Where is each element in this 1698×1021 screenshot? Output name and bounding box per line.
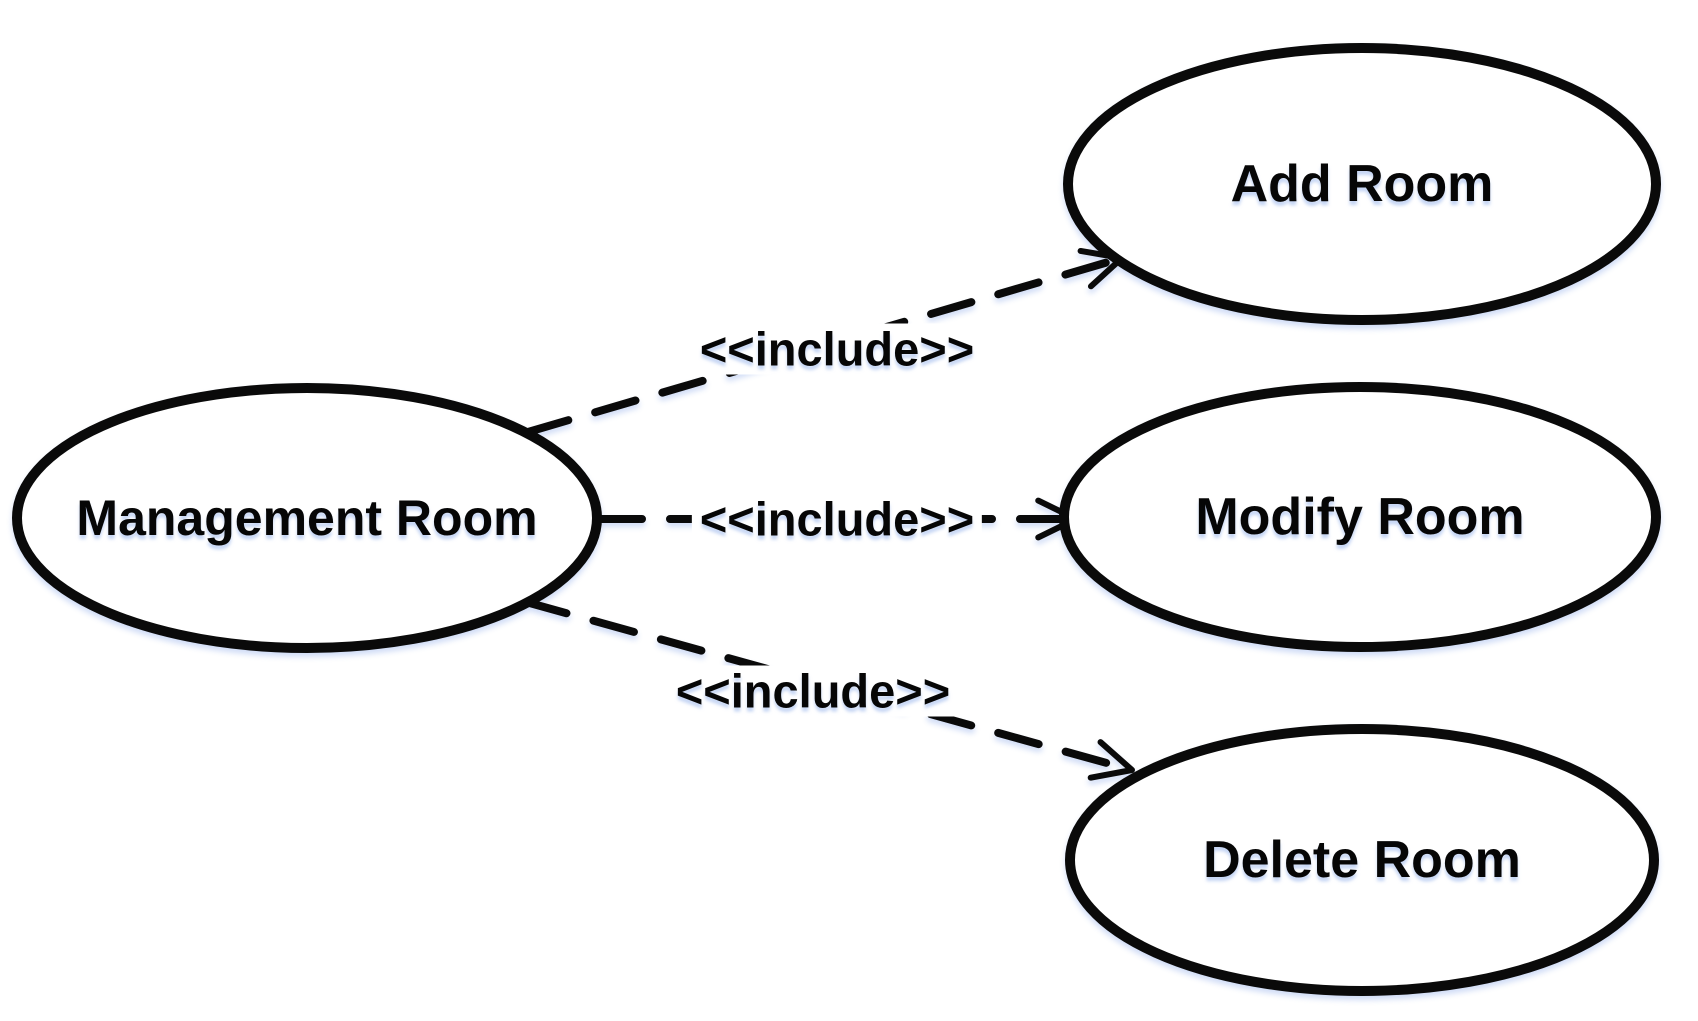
usecase-ellipse-delete-room	[1065, 724, 1659, 996]
arrowhead-include-delete-room	[1087, 739, 1135, 781]
include-label-modify-room: <<include>>	[691, 493, 983, 545]
include-label-add-room: <<include>>	[691, 323, 983, 375]
include-label-delete-room: <<include>>	[667, 665, 959, 717]
usecase-label-management-room: Management Room	[76, 490, 538, 546]
usecase-ellipse-management-room	[12, 383, 602, 653]
usecase-label-delete-room: Delete Room	[1203, 831, 1521, 889]
usecase-ellipse-modify-room	[1059, 382, 1661, 652]
usecase-ellipse-add-room	[1063, 43, 1661, 325]
usecase-label-modify-room: Modify Room	[1195, 488, 1525, 546]
usecase-label-add-room: Add Room	[1230, 155, 1494, 213]
